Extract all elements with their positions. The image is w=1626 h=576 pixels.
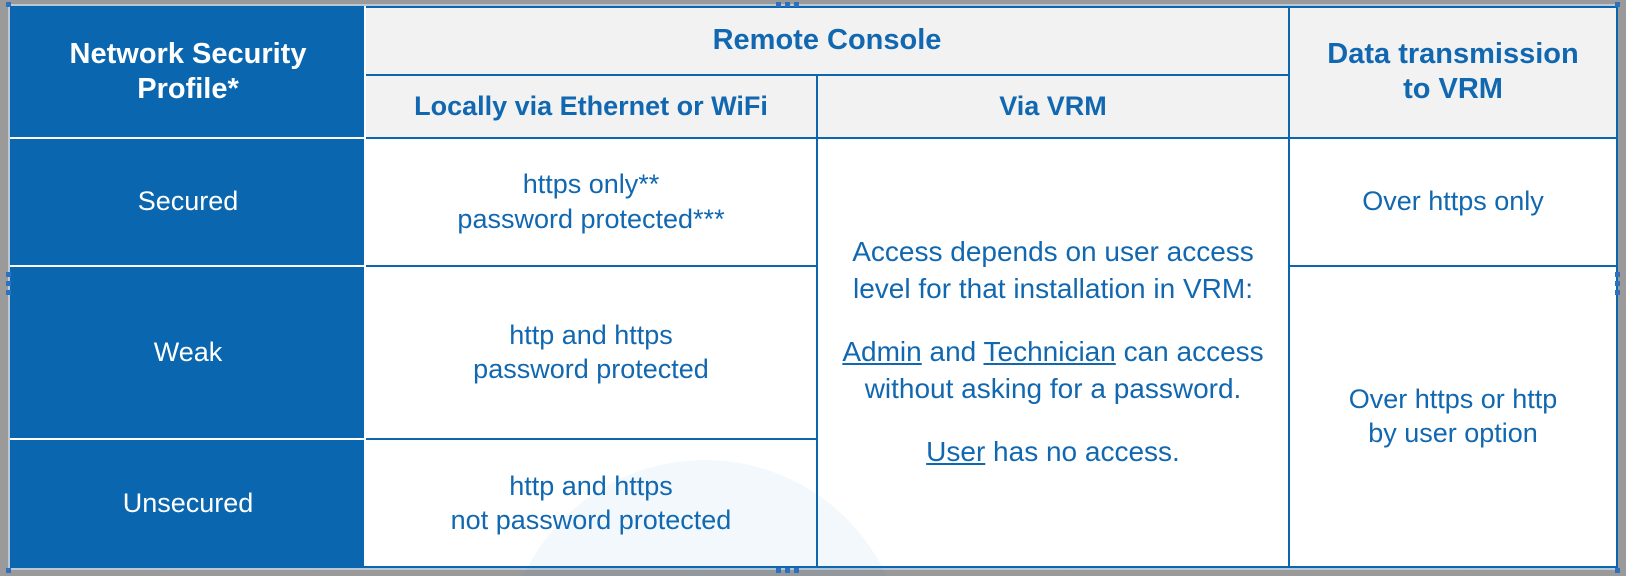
vrm-para1-line-2: level for that installation in VRM: — [853, 272, 1253, 304]
network-security-profile-table-wrapper: Network Security Profile* Remote Console… — [10, 5, 1619, 569]
vrm-para1-line-1: Access depends on user access — [852, 236, 1254, 267]
header-locally-via-ethernet-or-wifi: Locally via Ethernet or WiFi — [364, 74, 818, 139]
cell-data-transmission-weak-line-2: by user option — [1368, 418, 1538, 449]
selection-handle-top-right[interactable] — [1615, 2, 1620, 7]
header-data-transmission-line-1: Data transmission — [1327, 38, 1579, 70]
vrm-para2-post: can access — [1115, 335, 1264, 367]
vrm-para3-line-1: User has no access. — [828, 434, 1278, 471]
cell-locally-unsecured: http and https not password protected — [364, 438, 818, 568]
vrm-paragraph-3: User has no access. — [828, 434, 1278, 471]
vrm-role-user: User — [926, 435, 986, 467]
cell-locally-weak: http and https password protected — [364, 264, 818, 441]
selection-handle-top-left[interactable] — [6, 2, 11, 7]
header-profile-line-1: Network Security — [69, 38, 307, 70]
selection-handle-bottom-left[interactable] — [6, 568, 11, 573]
header-via-vrm: Via VRM — [815, 74, 1291, 139]
cell-locally-unsecured-line-2: not password protected — [450, 505, 732, 536]
cell-profile-unsecured: Unsecured — [10, 438, 366, 568]
header-data-transmission-to-vrm: Data transmission to VRM — [1288, 6, 1619, 139]
selection-handle-bottom-center[interactable] — [776, 568, 799, 573]
table-row-weak: Weak http and https password protected O… — [10, 264, 1619, 569]
vrm-role-admin: Admin — [842, 335, 922, 367]
cell-profile-weak: Weak — [10, 264, 366, 441]
vrm-role-technician: Technician — [983, 335, 1116, 367]
cell-locally-secured: https only** password protected*** — [364, 136, 818, 267]
vrm-para2-line-1: Admin and Technician can access — [828, 334, 1278, 371]
vrm-para2-line-2: without asking for a password. — [864, 372, 1242, 404]
table-row-secured: Secured https only** password protected*… — [10, 136, 1619, 569]
cell-profile-secured: Secured — [10, 136, 366, 267]
header-remote-console: Remote Console — [363, 5, 1291, 77]
vrm-para3-post: has no access. — [985, 435, 1180, 467]
selection-handle-right-middle[interactable] — [1615, 272, 1620, 295]
cell-locally-unsecured-line-1: http and https — [509, 470, 673, 501]
header-network-security-profile: Network Security Profile* — [10, 6, 366, 139]
cell-via-vrm-access-rules: Access depends on user access level for … — [815, 136, 1291, 569]
vrm-paragraph-2: Admin and Technician can access without … — [828, 334, 1278, 408]
table-header-row-1: Network Security Profile* Remote Console… — [10, 5, 1619, 139]
selection-handle-left-middle[interactable] — [6, 272, 11, 295]
cell-locally-weak-line-1: http and https — [509, 319, 673, 350]
cell-data-transmission-secured: Over https only — [1288, 136, 1619, 267]
table-header-row-2: Locally via Ethernet or WiFi Via VRM — [11, 74, 1617, 139]
cell-locally-weak-line-2: password protected — [473, 354, 709, 385]
cell-data-transmission-weak-line-1: Over https or http — [1348, 383, 1558, 414]
header-profile-line-2: Profile* — [137, 73, 239, 106]
vrm-paragraph-1: Access depends on user access level for … — [828, 234, 1278, 308]
selection-handle-top-center[interactable] — [776, 2, 799, 7]
cell-data-transmission-weak-unsecured: Over https or http by user option — [1288, 264, 1619, 569]
cell-locally-secured-line-2: password protected*** — [457, 203, 725, 234]
selection-handle-bottom-right[interactable] — [1615, 568, 1620, 573]
network-security-profile-table[interactable]: Network Security Profile* Remote Console… — [10, 5, 1619, 569]
cell-locally-secured-line-1: https only** — [522, 169, 660, 200]
vrm-para2-mid: and — [921, 335, 984, 367]
header-data-transmission-line-2: to VRM — [1403, 73, 1503, 106]
